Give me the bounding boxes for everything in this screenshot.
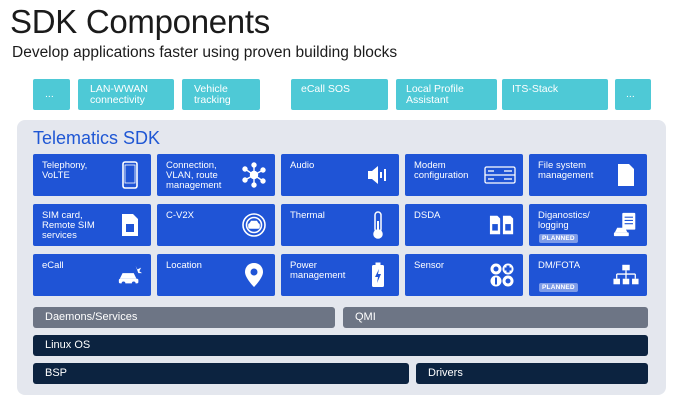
tile-label: Power management	[290, 260, 346, 281]
app-block-ellipsis-right: ...	[615, 79, 651, 110]
page-subtitle: Develop applications faster using proven…	[12, 44, 398, 61]
layer-daemons-services: Daemons/Services	[33, 307, 335, 328]
page-title: SDK Components	[10, 3, 270, 40]
car-crash-icon	[117, 261, 143, 289]
hierarchy-icon	[613, 261, 639, 289]
planned-badge: PLANNED	[539, 234, 578, 243]
tile-label: DSDA	[414, 210, 441, 221]
modem-icon	[483, 161, 517, 189]
tile-ecall: eCall	[33, 254, 151, 296]
tile-sim-card: SIM card, Remote SIM services	[33, 204, 151, 246]
app-label: ...	[45, 88, 54, 100]
tile-thermal: Thermal	[281, 204, 399, 246]
network-hub-icon	[241, 161, 267, 189]
thermometer-icon	[365, 211, 391, 239]
tile-modem: Modem configuration	[405, 154, 523, 196]
tile-location: Location	[157, 254, 275, 296]
app-label: LAN-WWAN connectivity	[90, 83, 148, 106]
app-block-ellipsis-left: ...	[33, 79, 70, 110]
layer-drivers: Drivers	[416, 363, 648, 384]
app-block-vehicle-tracking: Vehicle tracking	[182, 79, 260, 110]
layer-linux-os: Linux OS	[33, 335, 648, 356]
app-label: Vehicle tracking	[194, 83, 231, 106]
tile-label: Telephony, VoLTE	[42, 160, 88, 181]
app-block-ecall-sos: eCall SOS	[291, 79, 388, 110]
tile-label: Connection, VLAN, route management	[166, 160, 222, 191]
app-label: ...	[626, 88, 635, 100]
tile-file-system: File system management	[529, 154, 647, 196]
tile-label: Audio	[290, 160, 315, 171]
tile-label: File system management	[538, 160, 594, 181]
speaker-icon	[365, 161, 391, 189]
app-block-local-profile-assistant: Local Profile Assistant	[396, 79, 497, 110]
sdk-title: Telematics SDK	[33, 128, 161, 148]
tile-label: DM/FOTA	[538, 260, 581, 271]
car-signal-icon	[241, 211, 267, 239]
tile-label: Location	[166, 260, 202, 271]
tile-label: Sensor	[414, 260, 445, 271]
app-label: eCall SOS	[301, 83, 351, 95]
planned-badge: PLANNED	[539, 283, 578, 292]
sensor-icon	[489, 261, 515, 289]
location-pin-icon	[241, 261, 267, 289]
tile-label: Diganostics/ logging	[538, 210, 590, 231]
tile-label: C-V2X	[166, 210, 194, 221]
smartphone-icon	[117, 161, 143, 189]
layer-bsp: BSP	[33, 363, 409, 384]
app-label: Local Profile Assistant	[406, 83, 464, 106]
file-icon	[613, 161, 639, 189]
sim-card-icon	[117, 211, 143, 239]
tile-sensor: Sensor	[405, 254, 523, 296]
tile-dsda: DSDA	[405, 204, 523, 246]
tile-label: Modem configuration	[414, 160, 469, 181]
diagnostics-icon	[613, 211, 639, 239]
tile-telephony: Telephony, VoLTE	[33, 154, 151, 196]
app-label: ITS-Stack	[512, 83, 559, 95]
tile-audio: Audio	[281, 154, 399, 196]
tile-diagnostics: Diganostics/ logging PLANNED	[529, 204, 647, 246]
layer-qmi: QMI	[343, 307, 648, 328]
tile-c-v2x: C-V2X	[157, 204, 275, 246]
tile-dm-fota: DM/FOTA PLANNED	[529, 254, 647, 296]
tile-connection: Connection, VLAN, route management	[157, 154, 275, 196]
dual-sim-icon	[489, 211, 515, 239]
battery-icon	[365, 261, 391, 289]
tile-label: eCall	[42, 260, 64, 271]
tile-label: SIM card, Remote SIM services	[42, 210, 95, 241]
tile-label: Thermal	[290, 210, 325, 221]
app-block-its-stack: ITS-Stack	[502, 79, 608, 110]
tile-power: Power management	[281, 254, 399, 296]
app-block-lan-wwan: LAN-WWAN connectivity	[78, 79, 174, 110]
